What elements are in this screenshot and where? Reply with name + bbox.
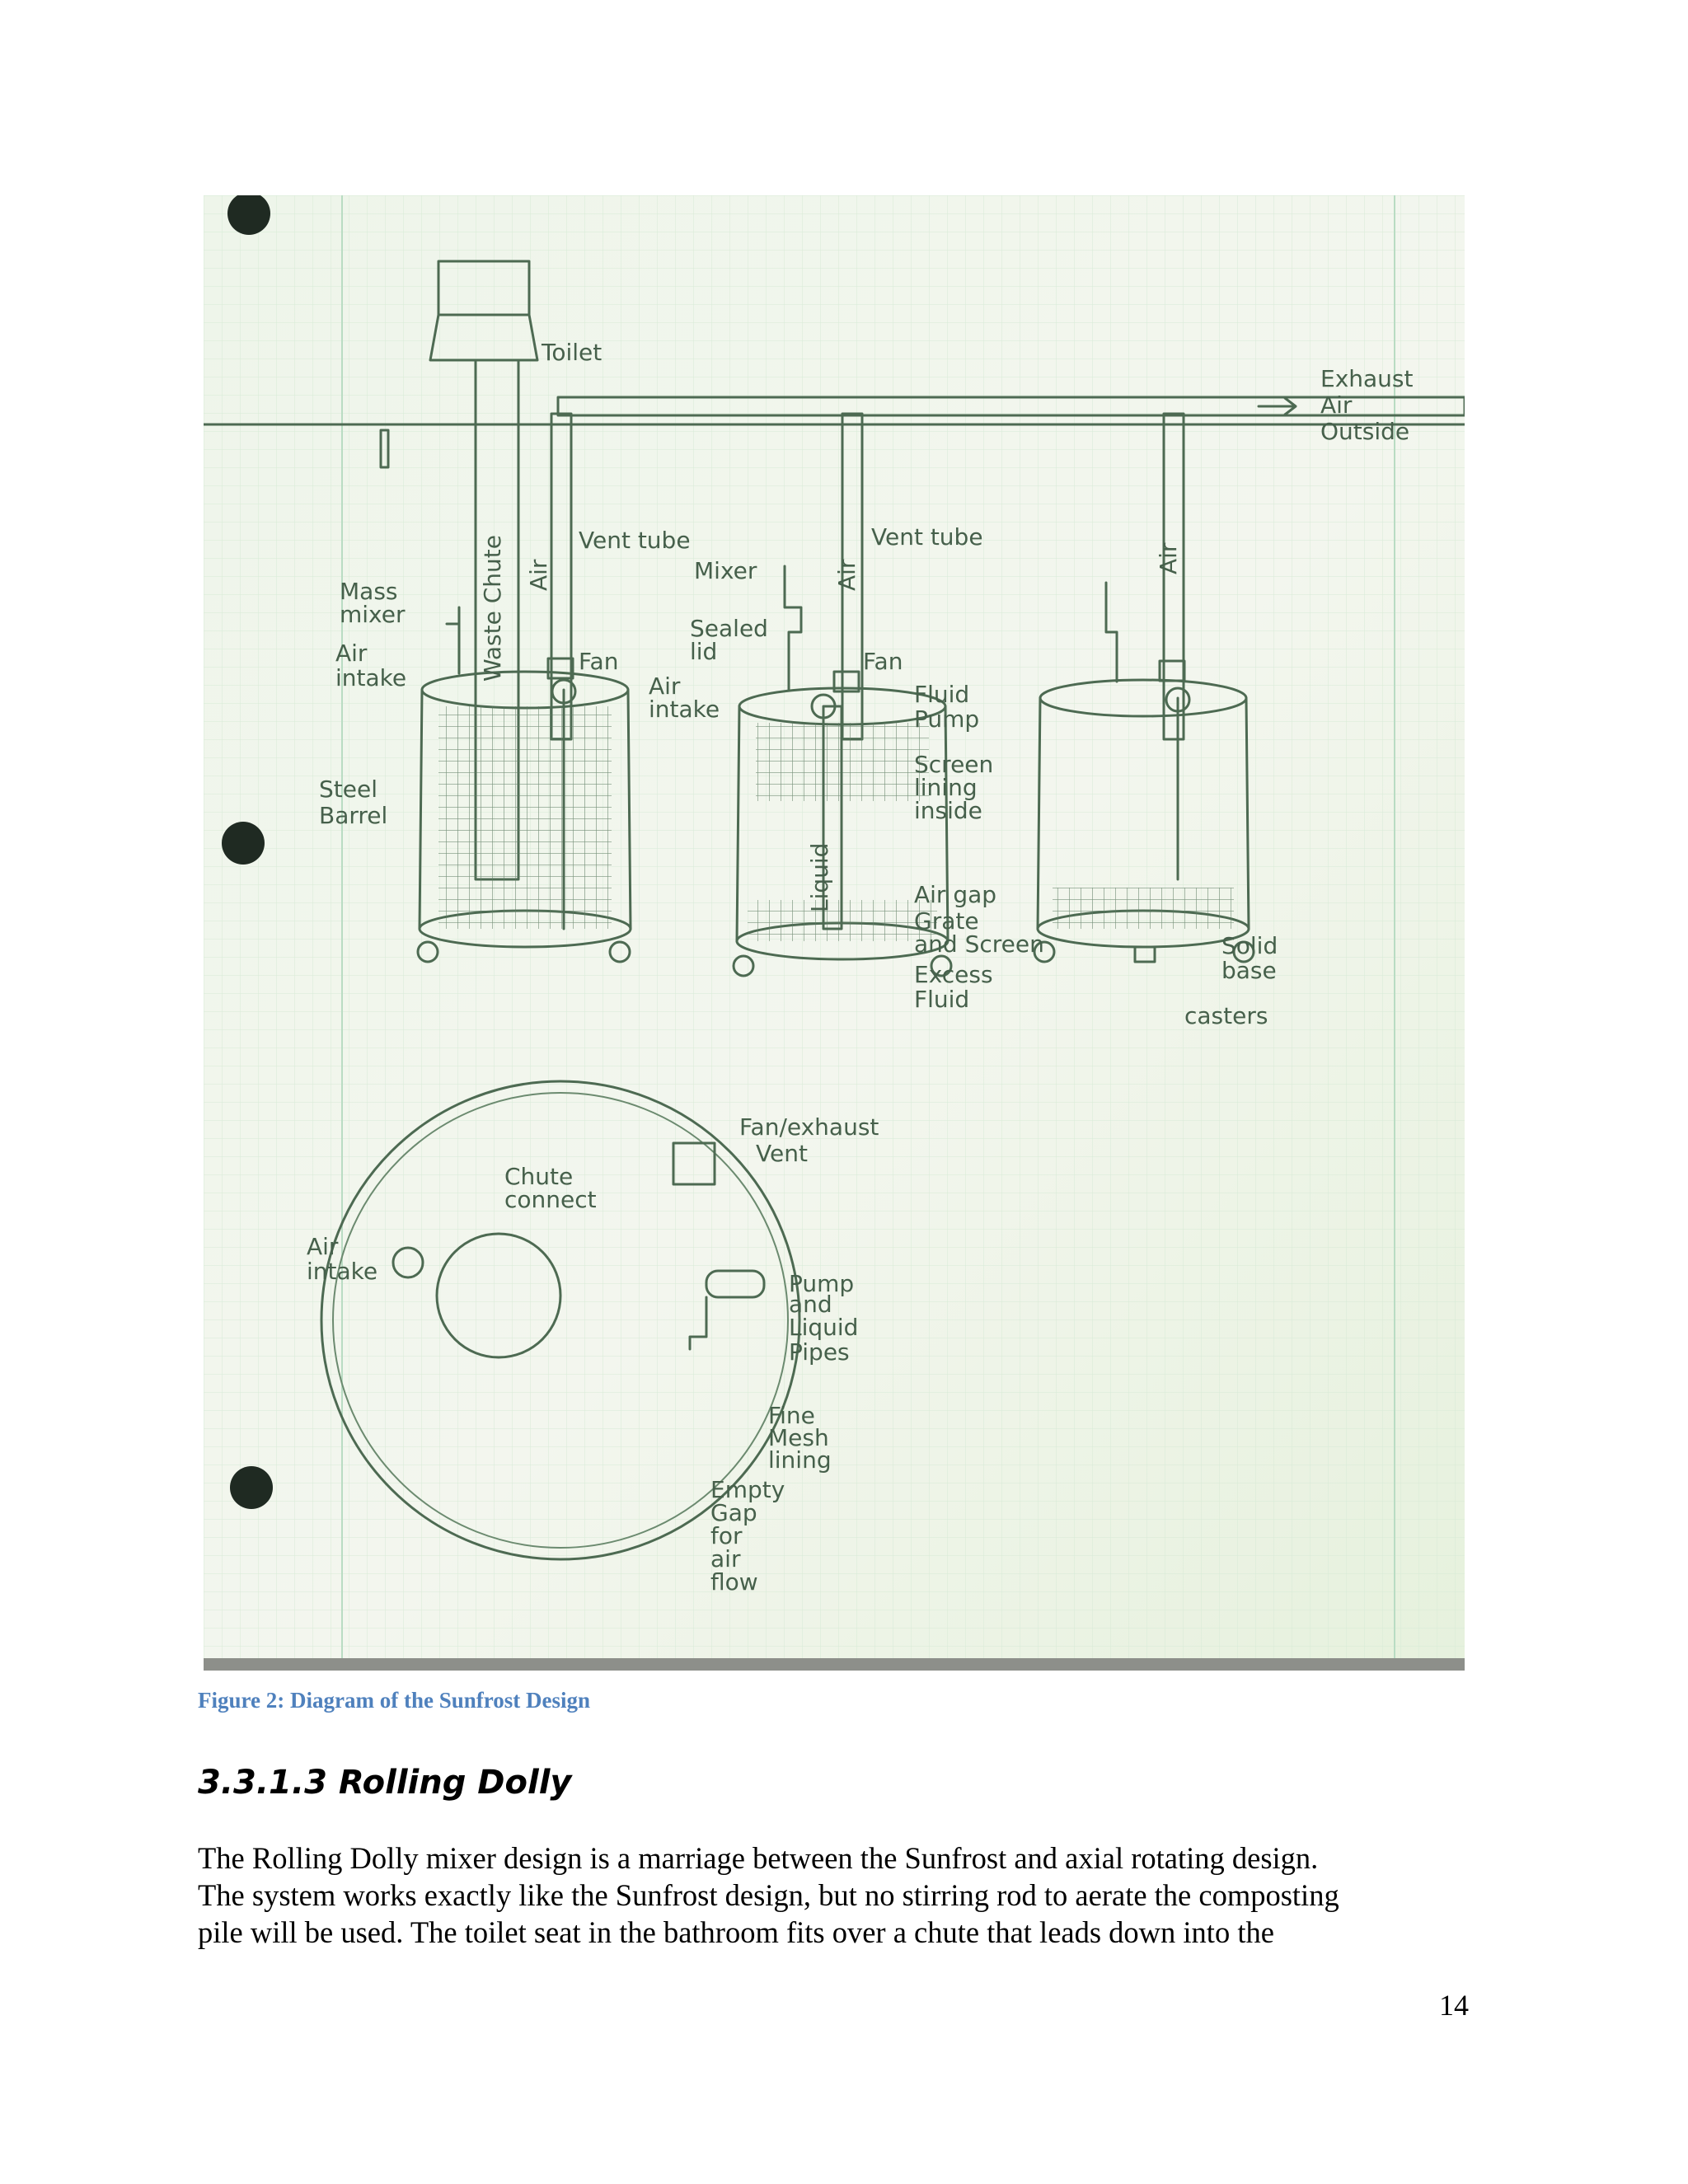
top-view-drawing xyxy=(320,1080,801,1561)
label-air-intake-3a: Air xyxy=(307,1233,339,1260)
label-pump-1: Pump xyxy=(789,1270,854,1297)
barrel-3-drawing xyxy=(1033,581,1255,963)
label-mass-mixer-1: Mass xyxy=(340,578,398,605)
label-empty-gap-5: flow xyxy=(710,1568,758,1596)
label-fluid-pump-1: Fluid xyxy=(914,681,969,708)
page-number: 14 xyxy=(1439,1989,1469,2022)
label-excess-fluid-2: Fluid xyxy=(914,986,969,1013)
binder-hole-icon xyxy=(227,195,270,235)
label-liquid: Liquid xyxy=(806,843,833,912)
binder-hole-icon xyxy=(222,822,265,865)
section-paragraph: The Rolling Dolly mixer design is a marr… xyxy=(198,1840,1500,1951)
label-pump-4: Pipes xyxy=(789,1338,850,1366)
barrel-2-drawing xyxy=(732,565,953,977)
label-toilet: Toilet xyxy=(541,339,602,366)
label-air-gap: Air gap xyxy=(914,881,996,908)
barrel-1-drawing xyxy=(379,429,632,963)
label-exhaust-3: Outside xyxy=(1320,418,1409,445)
label-fluid-pump-2: Pump xyxy=(914,705,979,733)
label-waste-chute: Waste Chute xyxy=(479,535,506,682)
label-air-1: Air xyxy=(525,559,552,591)
label-chute-connect-1: Chute xyxy=(504,1163,573,1190)
label-air-intake-2b: intake xyxy=(649,696,720,723)
label-steel-barrel-1: Steel xyxy=(319,776,377,803)
label-exhaust-1: Exhaust xyxy=(1320,365,1414,392)
exhaust-pipe-drawing xyxy=(204,396,1465,741)
section-heading: 3.3.1.3 Rolling Dolly xyxy=(198,1764,572,1802)
label-exhaust-2: Air xyxy=(1320,391,1353,419)
label-screen-lining-3: inside xyxy=(914,797,982,824)
figure-caption: Figure 2: Diagram of the Sunfrost Design xyxy=(198,1688,590,1713)
label-pump-2: and xyxy=(789,1291,832,1318)
label-air-2: Air xyxy=(833,559,860,591)
label-chute-connect-2: connect xyxy=(504,1186,597,1213)
label-air-intake-2a: Air xyxy=(649,673,681,700)
sunfrost-design-sketch: Toilet Exhaust Air Outside Vent tube Ven… xyxy=(204,195,1465,1671)
label-screen-lining-2: lining xyxy=(914,774,978,801)
label-mass-mixer-2: mixer xyxy=(340,601,406,628)
label-excess-fluid-1: Excess xyxy=(914,961,993,988)
label-steel-barrel-2: Barrel xyxy=(319,802,387,829)
label-fan-exhaust-1: Fan/exhaust xyxy=(739,1113,879,1141)
label-fan-1: Fan xyxy=(579,648,618,675)
label-solid-base-2: base xyxy=(1221,957,1277,984)
binder-hole-icon xyxy=(230,1466,273,1509)
label-air-intake-3b: intake xyxy=(307,1258,377,1285)
label-mixer: Mixer xyxy=(694,557,757,584)
paragraph-line: pile will be used. The toilet seat in th… xyxy=(198,1915,1274,1949)
label-sealed-lid-2: lid xyxy=(690,638,717,665)
label-pump-3: Liquid xyxy=(789,1314,858,1341)
label-fine-mesh-2: Mesh xyxy=(768,1424,829,1451)
label-empty-gap-3: for xyxy=(710,1522,743,1549)
label-screen-lining-1: Screen xyxy=(914,751,993,778)
label-grate-1: Grate xyxy=(914,907,979,935)
label-fine-mesh-3: lining xyxy=(768,1446,832,1474)
label-empty-gap-2: Gap xyxy=(710,1499,757,1526)
label-air-3: Air xyxy=(1155,542,1182,574)
paragraph-line: The Rolling Dolly mixer design is a marr… xyxy=(198,1841,1319,1875)
label-air-intake-1a: Air xyxy=(335,640,368,667)
label-grate-2: and Screen xyxy=(914,930,1044,958)
label-fan-2: Fan xyxy=(863,648,903,675)
paragraph-line: The system works exactly like the Sunfro… xyxy=(198,1878,1339,1912)
label-casters: casters xyxy=(1184,1002,1268,1029)
label-empty-gap-4: air xyxy=(710,1545,741,1572)
label-solid-base-1: Solid xyxy=(1221,932,1278,959)
label-vent-tube-2: Vent tube xyxy=(871,523,983,551)
label-vent-tube-1: Vent tube xyxy=(579,527,691,554)
label-empty-gap-1: Empty xyxy=(710,1476,785,1503)
label-fan-exhaust-2: Vent xyxy=(756,1140,808,1167)
label-air-intake-1b: intake xyxy=(335,664,406,691)
label-fine-mesh-1: Fine xyxy=(768,1402,815,1429)
label-sealed-lid-1: Sealed xyxy=(690,615,768,642)
